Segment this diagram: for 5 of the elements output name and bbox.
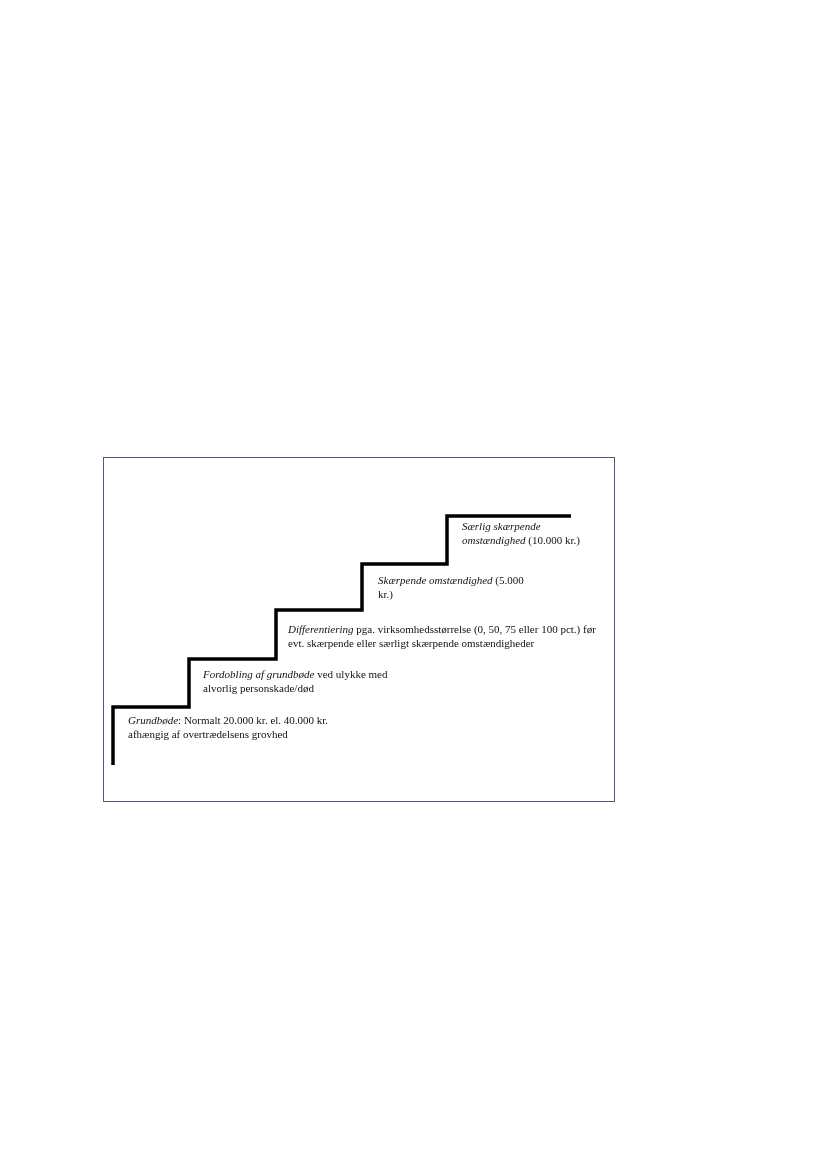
step-description: Skærpende omstændighed (5.000 kr.) <box>378 573 525 601</box>
step-description: Grundbøde: Normalt 20.000 kr. el. 40.000 kr. afhængig af overtrædelsens grovhed <box>128 713 330 741</box>
step-description: Differentiering pga. virksomhedsstørrelse (0, 50, 75 eller 100 pct.) før evt. skærpende eller særligt skærpende omstændigheder <box>288 622 597 650</box>
step-description: Særlig skærpende omstændighed (10.000 kr.) <box>462 519 581 547</box>
step-description: Fordobling af grundbøde ved ulykke med alvorlig personskade/død <box>203 667 389 695</box>
